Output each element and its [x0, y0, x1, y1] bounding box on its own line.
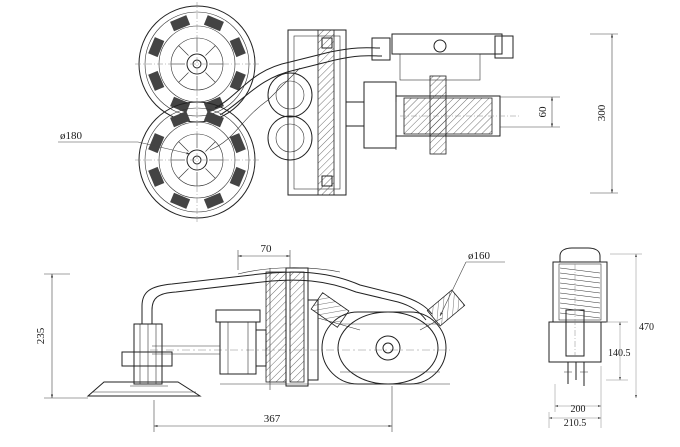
dim-70-label: 70	[261, 243, 273, 255]
spool-handle	[559, 247, 601, 262]
front-view: 70 ø160 235 367	[35, 243, 505, 432]
dimension-300: 300	[590, 33, 618, 194]
dim-300-label: 300	[596, 104, 608, 121]
dimension-367: 367	[153, 386, 393, 432]
pressure-arms	[310, 289, 466, 331]
motor-assembly	[345, 75, 520, 155]
dim-210-5-label: 210.5	[564, 418, 587, 429]
guide-tubes	[209, 33, 514, 151]
front-guide-tubes	[141, 267, 433, 324]
top-view: 60 300 ø180	[58, 2, 618, 222]
dim-200-label: 200	[571, 404, 586, 415]
dim-470-label: 470	[639, 322, 654, 333]
dimension-60: 60	[500, 96, 560, 128]
dim-60-label: 60	[537, 106, 549, 118]
dimension-160: ø160	[439, 250, 505, 317]
dimension-180: ø180	[58, 130, 191, 155]
side-view: 470 140.5 200 210.5	[548, 247, 654, 429]
upper-reel	[135, 2, 259, 126]
base-foot	[86, 323, 202, 397]
bearing-block	[152, 309, 267, 375]
dim-367-label: 367	[264, 413, 281, 425]
drive-wheel	[321, 311, 447, 385]
dim-235-label: 235	[35, 327, 47, 344]
dimension-70: 70	[237, 243, 291, 270]
lower-reel	[135, 98, 259, 222]
roller-stack	[265, 267, 319, 390]
dim-180-label: ø180	[60, 130, 83, 142]
dim-160-label: ø160	[468, 250, 491, 262]
dim-140-5-label: 140.5	[608, 348, 631, 359]
dimension-235: 235	[35, 273, 88, 399]
feed-housing	[267, 29, 347, 196]
